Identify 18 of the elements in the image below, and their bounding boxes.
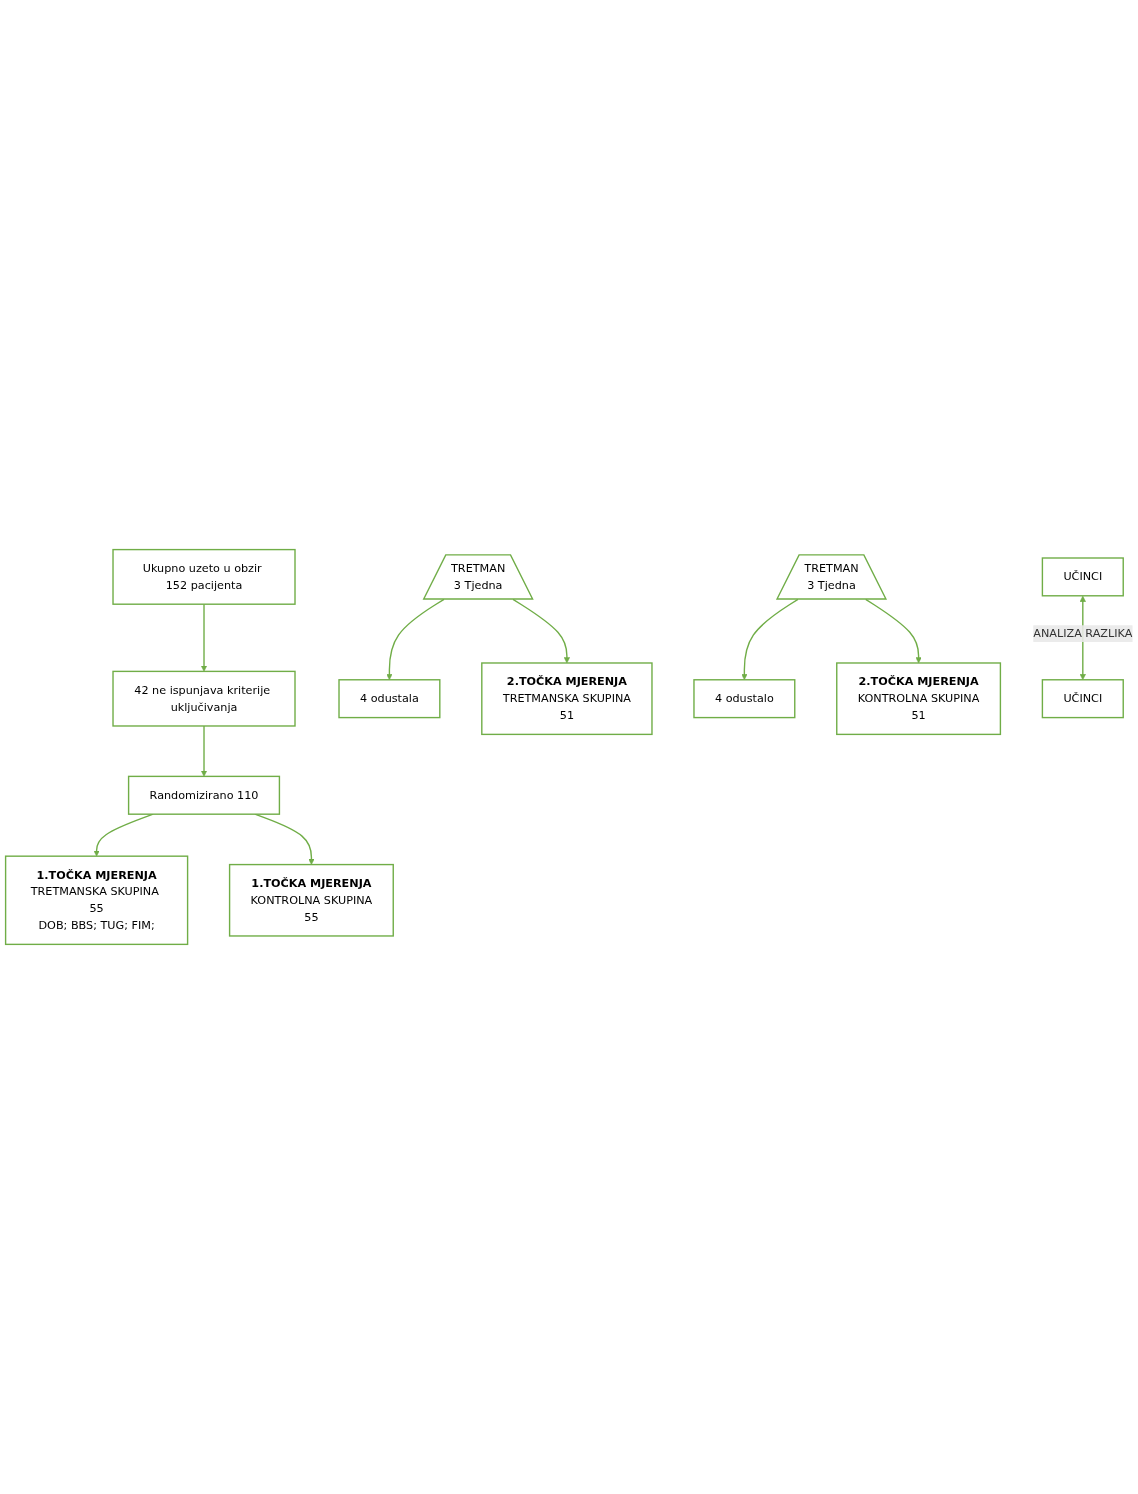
arrow [386,598,445,681]
arrow [200,603,208,672]
arrow [865,598,922,664]
arrow [200,725,208,777]
node-box: 2.TOČKA MJERENJA TRETMANSKA SKUPINA 51 [481,662,653,736]
node-box: UČINCI [1041,679,1124,719]
node-box: Ukupno uzeto u obzir 152 pacijenta [112,548,296,605]
node-box: 1.TOČKA MJERENJA KONTROLNA SKUPINA 55 [228,863,394,937]
node-box: 4 odustala [338,679,441,719]
node-box: 42 ne ispunjava kriterije uključivanja [112,670,296,727]
node-box: 1.TOČKA MJERENJA TRETMANSKA SKUPINA 55 DOB; BBS; TUG; FIM; [4,855,189,946]
arrow [741,598,799,681]
node-box: UČINCI [1041,557,1124,597]
node-box: 2.TOČKA MJERENJA KONTROLNA SKUPINA 51 [836,662,1002,736]
arrow [512,598,570,664]
edge-label: ANALIZA RAZLIKA [1033,626,1133,640]
node-box: 4 odustalo [693,679,796,719]
node-box: Randomizirano 110 [127,775,281,815]
